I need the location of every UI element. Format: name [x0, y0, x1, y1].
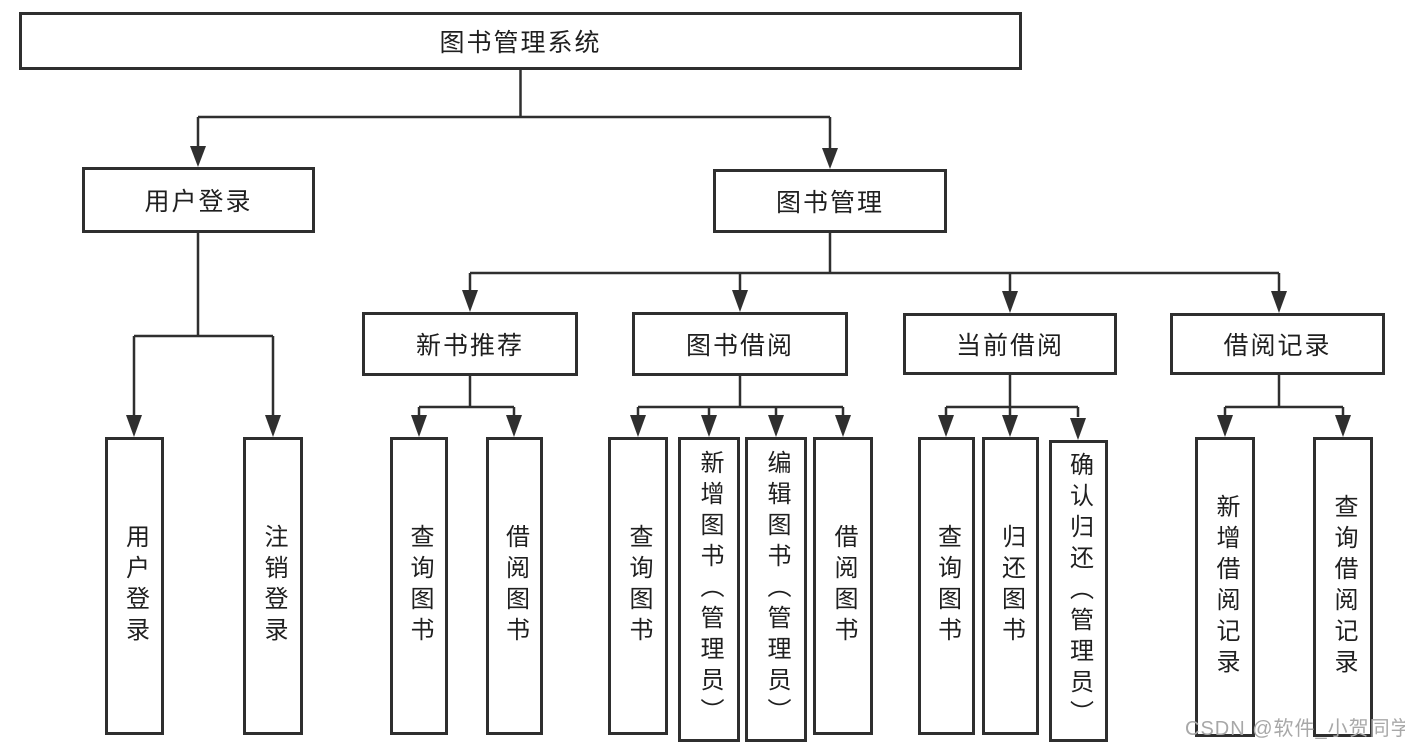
node-label: 图书借阅 — [685, 332, 794, 360]
leaf-label: 查询图书 — [933, 524, 961, 648]
node-label: 当前借阅 — [955, 332, 1064, 360]
arrowhead-icons — [126, 146, 1351, 440]
leaf-confirm-return-admin: 确认归还（管理员） — [1049, 440, 1108, 742]
leaf-query-books-3: 查询图书 — [918, 437, 975, 735]
leaf-label: 新增图书（管理员） — [696, 450, 723, 729]
leaf-label: 借阅图书 — [830, 524, 857, 648]
leaf-label: 用户登录 — [121, 524, 149, 648]
leaf-label: 归还图书 — [997, 524, 1025, 648]
node-book-borrow: 图书借阅 — [632, 312, 848, 376]
leaf-edit-books-admin: 编辑图书（管理员） — [745, 437, 807, 742]
node-book-management: 图书管理 — [713, 169, 947, 233]
node-new-book-recommend: 新书推荐 — [362, 312, 578, 376]
leaf-add-borrow-record: 新增借阅记录 — [1195, 437, 1255, 737]
leaf-label: 注销登录 — [260, 524, 287, 648]
node-borrow-records: 借阅记录 — [1170, 313, 1385, 375]
node-label: 新书推荐 — [415, 332, 524, 360]
leaf-return-books: 归还图书 — [982, 437, 1039, 735]
node-root-system: 图书管理系统 — [19, 12, 1022, 70]
node-label: 用户登录 — [144, 188, 253, 216]
leaf-add-books-admin: 新增图书（管理员） — [678, 437, 740, 742]
leaf-label: 借阅图书 — [501, 524, 529, 648]
leaf-label: 新增借阅记录 — [1212, 494, 1239, 680]
leaf-label: 查询图书 — [625, 524, 652, 648]
leaf-label: 查询借阅记录 — [1330, 494, 1357, 680]
leaf-query-books-1: 查询图书 — [390, 437, 448, 735]
leaf-logout: 注销登录 — [243, 437, 303, 735]
csdn-watermark: CSDN @软件_小贺同学 — [1185, 718, 1405, 740]
leaf-borrow-books-1: 借阅图书 — [486, 437, 543, 735]
leaf-user-login: 用户登录 — [105, 437, 164, 735]
node-user-login: 用户登录 — [82, 167, 315, 233]
leaf-query-borrow-record: 查询借阅记录 — [1313, 437, 1373, 737]
node-label: 借阅记录 — [1223, 332, 1332, 360]
leaf-borrow-books-2: 借阅图书 — [813, 437, 873, 735]
leaf-label: 查询图书 — [406, 524, 433, 648]
node-label: 图书管理系统 — [439, 29, 602, 57]
node-current-borrow: 当前借阅 — [903, 313, 1117, 375]
leaf-query-books-2: 查询图书 — [608, 437, 668, 735]
node-label: 图书管理 — [775, 189, 884, 217]
leaf-label: 编辑图书（管理员） — [763, 450, 790, 729]
leaf-label: 确认归还（管理员） — [1065, 451, 1093, 731]
